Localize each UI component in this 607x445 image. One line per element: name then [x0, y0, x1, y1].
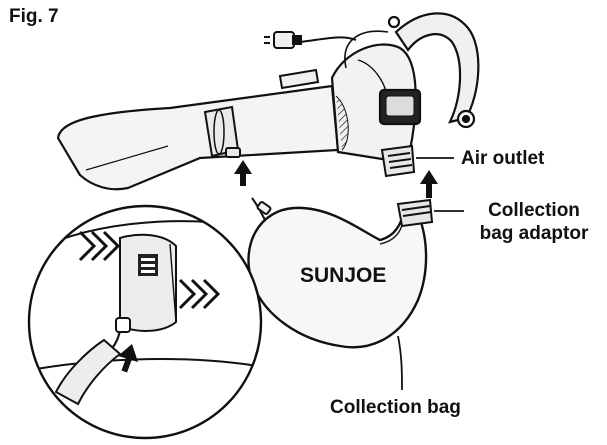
bag-adaptor — [396, 198, 434, 228]
tube-arrow — [234, 160, 252, 186]
power-cord-plug — [264, 31, 357, 90]
air-outlet-label: Air outlet — [461, 148, 545, 169]
detail-magnifier — [27, 204, 263, 440]
collection-bag-label: Collection bag — [330, 397, 461, 418]
bag-adaptor-label-line2: bag adaptor — [479, 223, 589, 244]
air-outlet — [380, 144, 416, 178]
blower-housing — [330, 30, 422, 162]
blower-handle — [387, 12, 480, 129]
blower-tube — [56, 84, 340, 191]
bag-adaptor-label-line1: Collection — [488, 200, 580, 221]
bag-leader — [397, 335, 403, 391]
bag-logo-text: SUNJOE — [300, 264, 386, 287]
figure-title: Fig. 7 — [9, 6, 59, 27]
outlet-arrow — [420, 170, 438, 198]
bag-adaptor-label: Collection bag adaptor — [469, 199, 599, 245]
tube-ring — [203, 105, 241, 158]
